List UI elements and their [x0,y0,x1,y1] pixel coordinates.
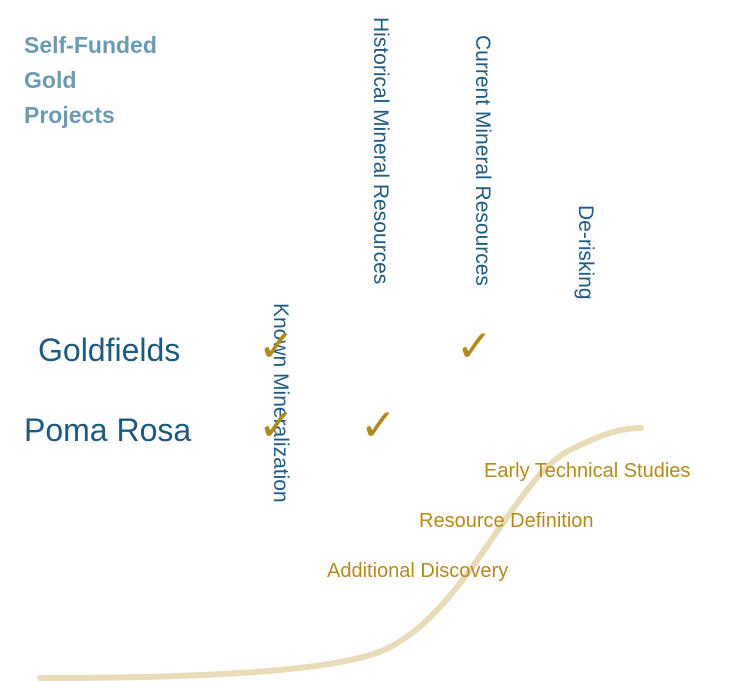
check-icon: ✓ [258,400,295,451]
row-label-goldfields: Goldfields [38,332,181,368]
check-icon: ✓ [258,321,295,372]
stage-resource-definition: Resource Definition [419,510,594,532]
diagram-title: Self-Funded Gold Projects [24,28,157,133]
stage-early-technical-studies: Early Technical Studies [484,460,691,482]
stage-additional-discovery: Additional Discovery [327,560,509,582]
title-line: Projects [24,102,115,128]
title-line: Self-Funded [24,32,157,58]
row-label-poma-rosa: Poma Rosa [24,412,192,448]
progress-curve [37,425,644,681]
title-line: Gold [24,67,77,93]
check-icon: ✓ [456,321,493,372]
check-icon: ✓ [360,400,397,451]
